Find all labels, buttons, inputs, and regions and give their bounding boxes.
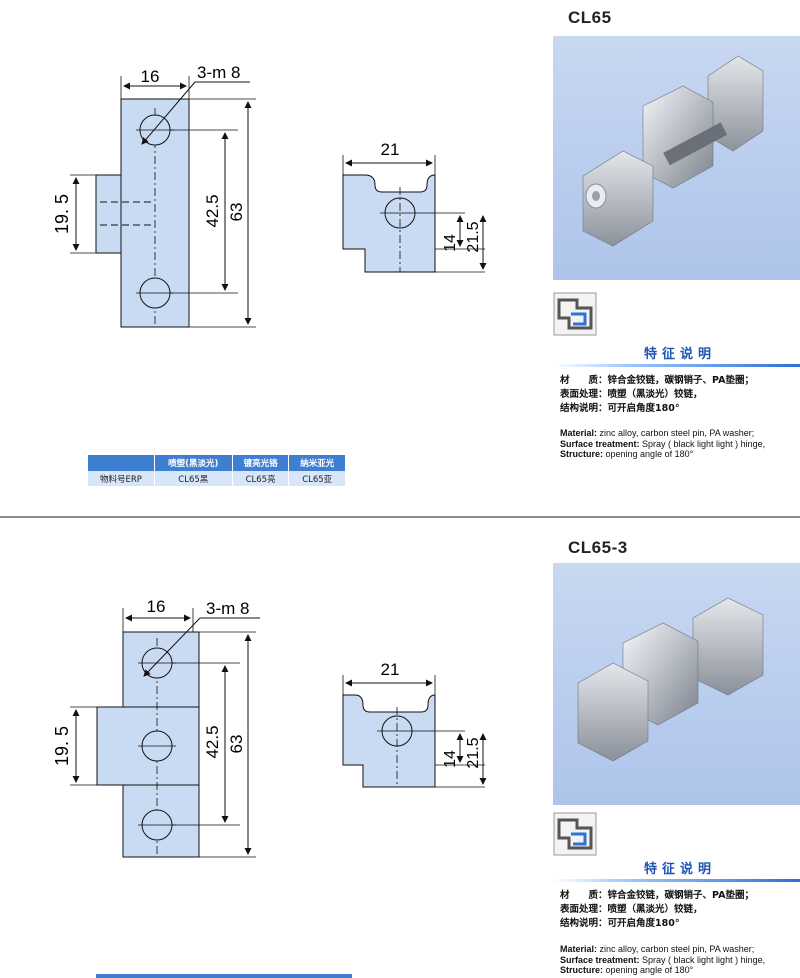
features-cn-cl65-3: 材 质：锌合金铰链，碳钢销子、PA垫圈； 表面处理：喷塑（黑淡光）铰链， 结构说…: [560, 889, 754, 931]
feature-cn-line: 材 质：锌合金铰链，碳钢销子、PA垫圈；: [560, 890, 754, 901]
features-title-cl65: 特征说明: [643, 347, 716, 362]
side-dim-height-a: 14: [442, 234, 459, 252]
erp-header: 纳米亚光: [288, 455, 346, 471]
erp-cell: CL65亮: [232, 471, 290, 486]
erp-cell: CL65亚: [288, 471, 346, 486]
dim-total-height: 63: [227, 735, 246, 754]
feature-cn-line: 结构说明：可开启角度180°: [560, 918, 680, 929]
erp-header: 镀亮光铬: [232, 455, 290, 471]
dim-total-height: 63: [227, 203, 246, 222]
erp-table-cl65-3-partial: [96, 974, 352, 978]
feature-en-line: Material: zinc alloy, carbon steel pin, …: [560, 428, 755, 438]
side-dim-height-b: 21.5: [465, 737, 482, 768]
feature-en-line: Surface treatment: Spray ( black light l…: [560, 438, 766, 449]
feature-en-line: Structure: opening angle of 180°: [560, 965, 694, 975]
side-dim-width: 21: [381, 660, 400, 679]
feature-cn-line: 材 质：锌合金铰链，碳钢销子、PA垫圈；: [560, 375, 754, 386]
features-bar: [553, 879, 800, 882]
dim-knuckle-height: 19. 5: [52, 194, 72, 234]
features-en-cl65: Material: zinc alloy, carbon steel pin, …: [560, 428, 765, 460]
feature-en-line: Material: zinc alloy, carbon steel pin, …: [560, 944, 755, 954]
product-photo-cl65-3: [553, 563, 800, 805]
feature-cn-line: 表面处理：喷塑（黑淡光）铰链，: [560, 904, 703, 915]
dim-hole-pitch: 42.5: [203, 194, 222, 227]
side-dim-height-a: 14: [442, 750, 459, 768]
side-drawing-cl65: 21 14 21.5: [342, 140, 487, 273]
dim-width-top: 16: [141, 67, 160, 86]
dim-width-top: 16: [147, 597, 166, 616]
model-title-cl65: CL65: [568, 8, 612, 27]
features-cn-cl65: 材 质：锌合金铰链，碳钢销子、PA垫圈； 表面处理：喷塑（黑淡光）铰链， 结构说…: [560, 374, 754, 416]
erp-cell: CL65黑: [154, 471, 233, 486]
features-en-cl65-3: Material: zinc alloy, carbon steel pin, …: [560, 944, 765, 976]
dim-hole-pitch: 42.5: [203, 725, 222, 758]
feature-en-line: Structure: opening angle of 180°: [560, 449, 694, 459]
front-drawing-cl65: 16 3-m 8 19. 5 42.5 63: [52, 63, 256, 328]
dim-hole-spec: 3-m 8: [206, 599, 249, 618]
erp-header: [88, 455, 155, 471]
side-dim-height-b: 21.5: [465, 221, 482, 252]
hinge-profile-icon: [553, 292, 597, 336]
product-photo-cl65: [553, 36, 800, 280]
feature-cn-line: 表面处理：喷塑（黑淡光）铰链，: [560, 389, 703, 400]
hinge-profile-icon: [553, 812, 597, 856]
features-title-cl65-3: 特征说明: [643, 862, 716, 877]
erp-header: 喷塑(黑淡光): [154, 455, 233, 471]
model-title-cl65-3: CL65-3: [568, 538, 628, 557]
erp-cell: 物料号ERP: [88, 471, 155, 486]
features-bar: [553, 364, 800, 367]
side-dim-width: 21: [381, 140, 400, 159]
feature-en-line: Surface treatment: Spray ( black light l…: [560, 954, 766, 965]
dim-hole-spec: 3-m 8: [197, 63, 240, 82]
dim-knuckle-height: 19. 5: [52, 726, 72, 766]
feature-cn-line: 结构说明：可开启角度180°: [560, 403, 680, 414]
erp-table-cl65: 喷塑(黑淡光) 镀亮光铬 纳米亚光 物料号ERP CL65黑 CL65亮 CL6…: [88, 455, 346, 486]
side-drawing-cl65-3: 21 14 21.5: [342, 660, 487, 788]
section-divider: [0, 516, 800, 518]
front-drawing-cl65-3: 16 3-m 8 19. 5 42.5 63: [52, 597, 260, 858]
